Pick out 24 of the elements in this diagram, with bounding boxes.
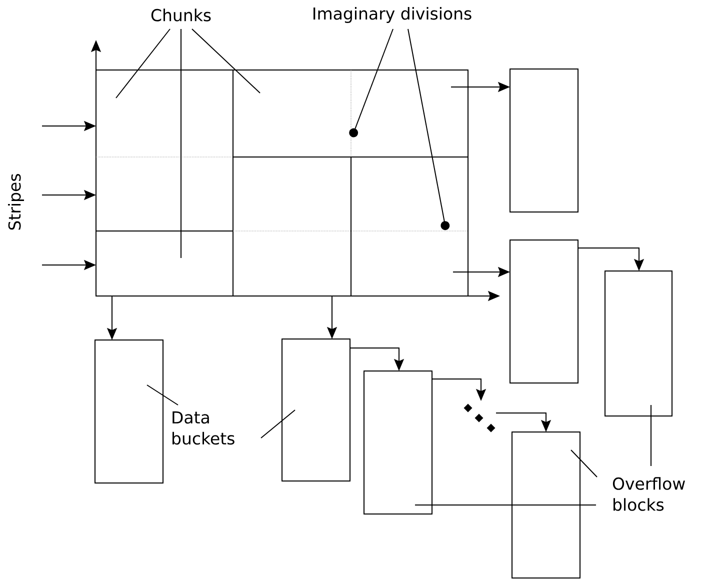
leader-line — [650, 404, 652, 466]
leader-line — [570, 450, 598, 478]
callout-label: Data buckets — [172, 411, 234, 445]
leader-line — [192, 28, 260, 94]
block-box — [94, 340, 164, 484]
leader-line — [146, 384, 178, 406]
ellipsis-dots — [464, 404, 496, 432]
leader-line — [260, 410, 296, 438]
callout-label: Chunks — [151, 8, 211, 22]
leader-line — [180, 28, 182, 258]
block-box — [604, 270, 673, 416]
leader-line — [116, 28, 170, 98]
block-box — [510, 240, 578, 384]
grid-drawing — [96, 70, 468, 296]
leader-line — [349, 28, 394, 138]
leader-line — [408, 28, 450, 230]
block-box — [282, 338, 350, 482]
block-box — [510, 68, 578, 212]
block-box — [364, 370, 432, 514]
callout-label: Imaginary divisions — [314, 7, 472, 23]
block-box — [512, 432, 580, 578]
side-label: Stripes — [8, 174, 24, 230]
leader-line — [414, 504, 596, 506]
callout-label: Overflow blocks — [612, 477, 685, 511]
